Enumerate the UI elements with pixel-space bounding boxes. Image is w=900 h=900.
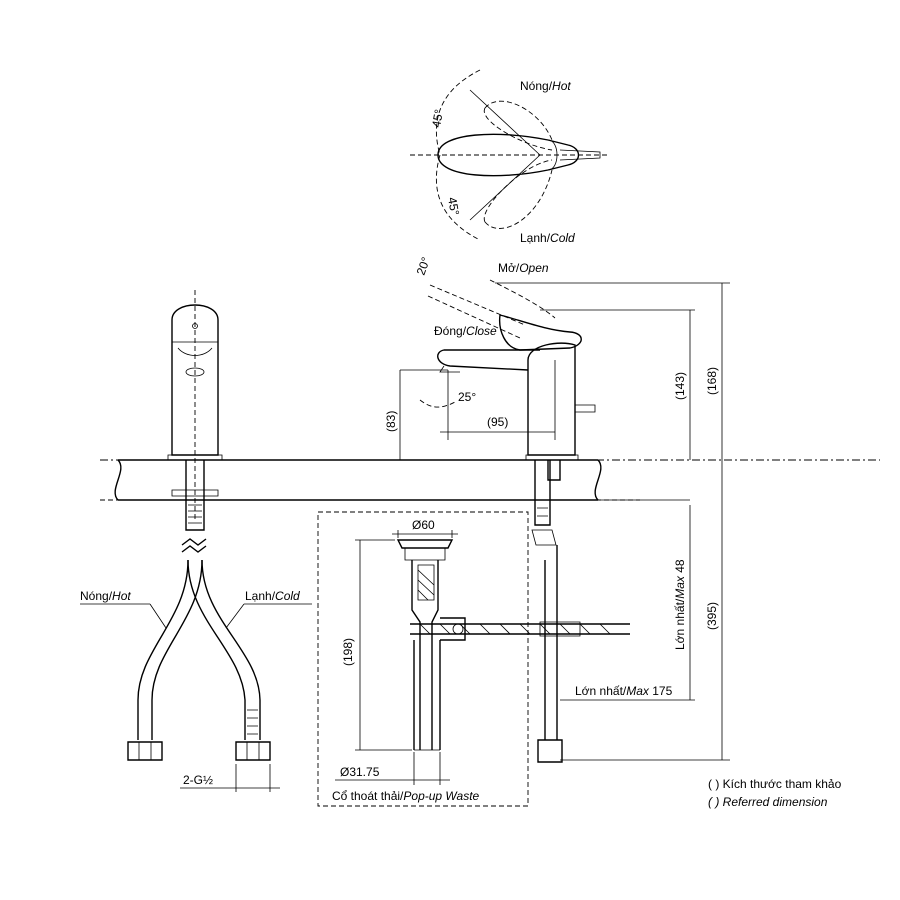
dim-168: (168)	[705, 367, 719, 395]
angle-hot-45: 45°	[429, 108, 446, 128]
open-label: Mở/Open	[498, 261, 549, 275]
front-view-faucet	[80, 290, 312, 792]
angle-spout-25: 25°	[458, 390, 476, 404]
countertop	[100, 459, 880, 501]
thread-label: 2-G½	[183, 773, 213, 787]
waste-dia-60: Ø60	[412, 518, 435, 532]
front-cold-label: Lạnh/Cold	[245, 589, 300, 603]
dim-83: (83)	[384, 411, 398, 432]
note-line-2: ( ) Referred dimension	[708, 795, 828, 809]
popup-waste-detail	[317, 511, 529, 807]
top-cold-label: Lạnh/Cold	[520, 231, 575, 245]
max-48-label: Lớn nhất/Max 48	[673, 559, 687, 650]
dim-143: (143)	[673, 372, 687, 400]
front-hot-label: Nóng/Hot	[80, 589, 131, 603]
dim-95: (95)	[487, 415, 508, 429]
top-hot-label: Nóng/Hot	[520, 79, 571, 93]
angle-open-20: 20°	[414, 255, 433, 277]
popup-waste-label: Cổ thoát thải/Pop-up Waste	[332, 789, 480, 803]
side-view-faucet	[399, 279, 730, 763]
close-label: Đóng/Close	[434, 324, 497, 338]
angle-cold-45: 45°	[445, 196, 462, 216]
waste-dia-3175: Ø31.75	[340, 765, 380, 779]
waste-dim-198: (198)	[341, 638, 355, 666]
note-line-1: ( ) Kích thước tham khảo	[708, 777, 842, 791]
max-175-label: Lớn nhất/Max 175	[575, 684, 673, 698]
dim-395: (395)	[705, 602, 719, 630]
top-view-handle	[410, 69, 610, 241]
